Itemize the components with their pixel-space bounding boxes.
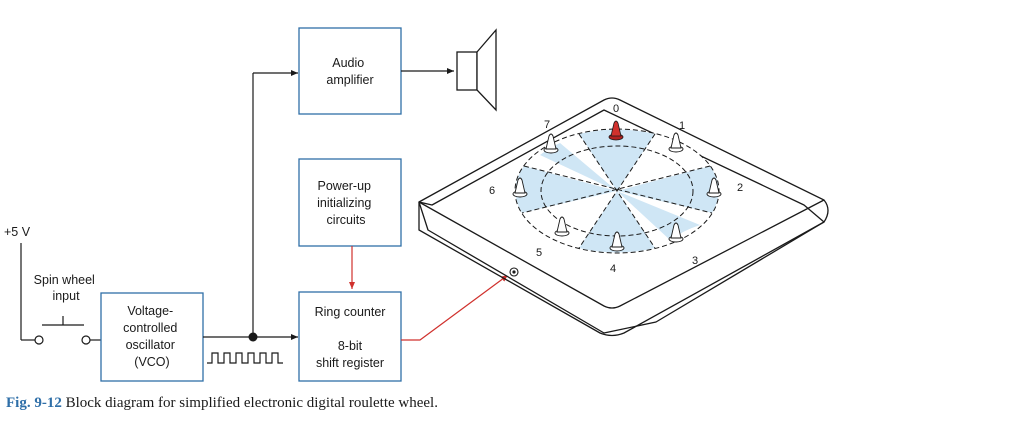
ring-counter-block: Ring counter 8-bit shift register xyxy=(298,291,402,382)
spin-switch xyxy=(20,243,101,345)
supply-voltage-label: +5 V xyxy=(4,225,31,239)
clock-pulse-train xyxy=(207,352,283,364)
speaker-icon xyxy=(456,28,497,112)
wheel-segment-4 xyxy=(579,191,655,253)
wheel-segment-5 xyxy=(522,191,617,248)
position-label-6: 6 xyxy=(489,185,495,197)
position-label-5: 5 xyxy=(536,247,542,259)
wheel-face xyxy=(514,128,720,254)
wheel-segment-0 xyxy=(579,129,655,191)
position-label-7: 7 xyxy=(544,119,550,131)
led-peg-7 xyxy=(543,133,559,154)
power-up-block: Power-up initializing circuits xyxy=(298,158,402,247)
svg-text:Power-up initializing: Power-up initializing circuits xyxy=(317,179,375,227)
wheel-segment-2 xyxy=(617,166,719,213)
led-peg-1 xyxy=(668,132,684,153)
figure-number: Fig. 9-12 xyxy=(6,395,62,411)
figure-caption-text: Block diagram for simplified electronic … xyxy=(65,395,438,411)
led-peg-2 xyxy=(706,177,722,198)
position-label-3: 3 xyxy=(692,255,698,267)
led-peg-0 xyxy=(608,120,624,141)
position-label-0: 0 xyxy=(613,103,619,115)
svg-text:Ring counter: Ring counter xyxy=(315,305,386,319)
led-peg-3 xyxy=(668,222,684,243)
svg-text:Audio amplifier: Audio amplifier xyxy=(326,56,373,87)
led-peg-5 xyxy=(554,216,570,237)
position-label-2: 2 xyxy=(737,182,743,194)
wheel-segment-1 xyxy=(617,134,710,191)
position-label-1: 1 xyxy=(679,120,685,132)
svg-text:shift register: shift register xyxy=(316,356,384,370)
wheel-segment-6 xyxy=(515,166,617,213)
led-peg-4 xyxy=(609,231,625,252)
led-peg-6 xyxy=(512,177,528,198)
figure-caption: Fig. 9-12 Block diagram for simplified e… xyxy=(6,395,438,412)
vco-block: Voltage- controlled oscillator (VCO) xyxy=(100,292,204,382)
svg-text:8-bit: 8-bit xyxy=(338,339,363,353)
audio-amplifier-block: Audio amplifier xyxy=(298,27,402,115)
svg-text:Voltage- controlled: Voltage- controlled oscillator (VCO) xyxy=(123,304,181,369)
position-label-4: 4 xyxy=(610,263,616,275)
spin-wheel-input-label: Spin wheel input xyxy=(34,273,99,303)
